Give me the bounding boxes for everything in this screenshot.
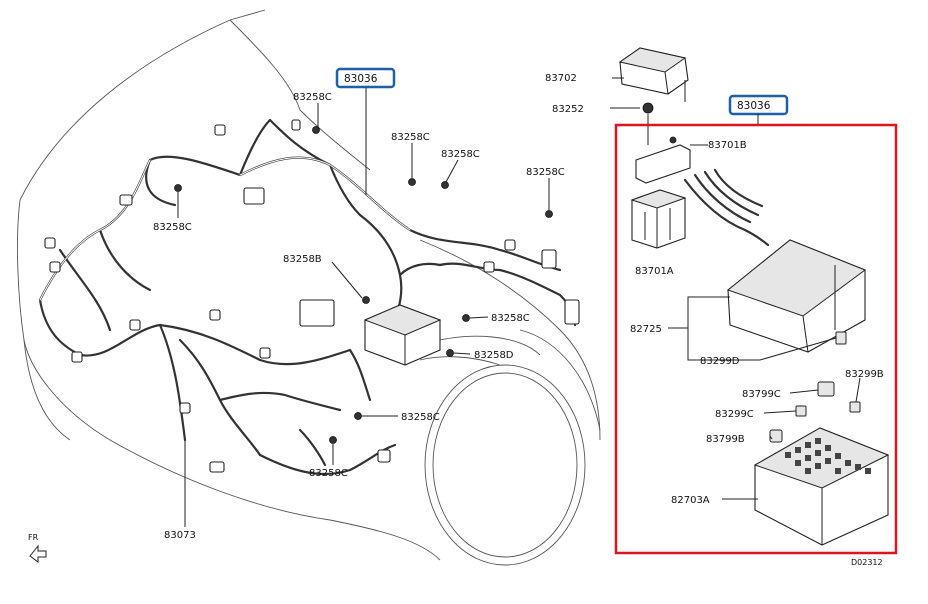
callout-cover-top[interactable]: 83702 [545,73,577,84]
callout-grommet-top[interactable]: 83258C [293,92,332,103]
callout-clip-b[interactable]: 83258B [283,254,322,265]
figure-code: D02312 [851,558,883,567]
fuse-box-detail-drawing [630,136,890,546]
battery-cover-group [610,47,689,145]
callout-clip-right[interactable]: 83258C [526,167,565,178]
front-direction-label: FR [28,533,39,542]
callout-clip-299b[interactable]: 83299B [845,369,884,380]
front-arrow-icon [29,544,47,563]
front-direction-indicator: FR [28,533,47,563]
callout-cover-box[interactable]: 82725 [630,324,662,335]
callout-clip-low-2[interactable]: 83258C [309,468,348,479]
callout-nut[interactable]: 83252 [552,104,584,115]
callout-clip-left[interactable]: 83258C [153,222,192,233]
callout-labels-left: 83036 83258C 83258C 83258C 83258C 83258C… [153,67,565,541]
callout-block-a[interactable]: 83701A [635,266,674,277]
callout-fusebox[interactable]: 82703A [671,495,710,506]
callout-clip-d[interactable]: 83258D [474,350,514,361]
leader-lines [177,88,550,527]
callout-labels-right: 83701B 83701A 82725 83299D 83799C 83299B… [630,140,884,506]
harness-main-highlight[interactable] [335,67,396,89]
callout-bracket[interactable]: 83701B [708,140,747,151]
callout-relay-b[interactable]: 83799B [706,434,745,445]
callout-harness-lower[interactable]: 83073 [164,530,196,541]
callout-clip-cover[interactable]: 83299D [700,356,740,367]
callout-harness-main[interactable]: 83036 [344,73,378,85]
vehicle-body-outline [17,9,601,566]
callout-clip-mid-2[interactable]: 83258C [441,149,480,160]
callout-clip-low-1[interactable]: 83258C [401,412,440,423]
callout-harness-box[interactable]: 83036 [737,100,771,112]
callout-clip-mid-1[interactable]: 83258C [391,132,430,143]
engine-harness-drawing [38,118,580,476]
callout-relay-c[interactable]: 83799C [742,389,781,400]
callout-clip-299c[interactable]: 83299C [715,409,754,420]
callout-clip-c-right[interactable]: 83258C [491,313,530,324]
fuse-box-detail-frame [614,123,898,555]
